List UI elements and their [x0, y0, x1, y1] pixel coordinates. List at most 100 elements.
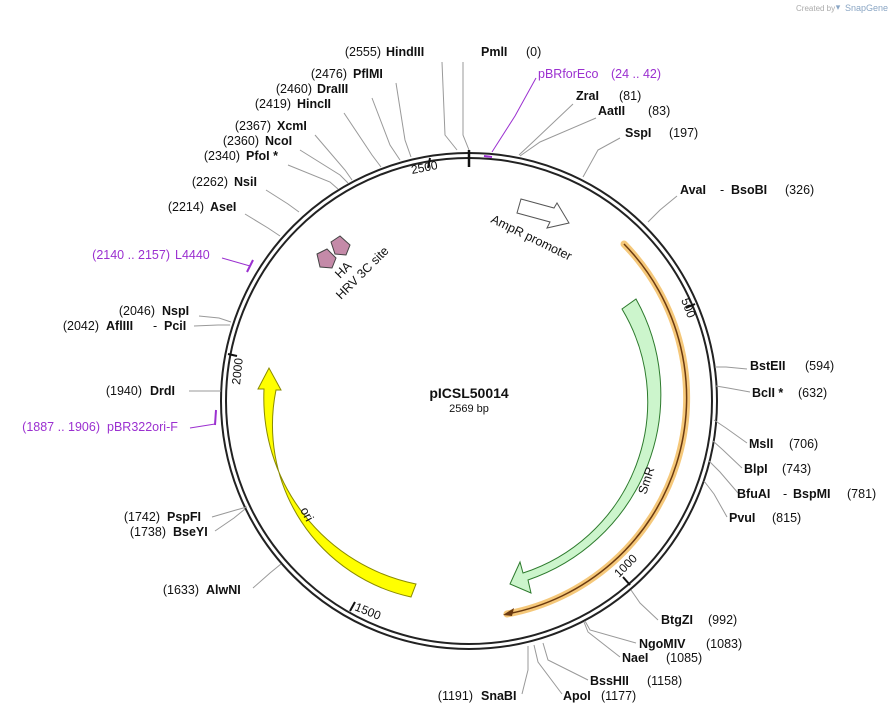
plasmid-name: pICSL50014	[429, 385, 509, 401]
site-bspmi-name[interactable]: BspMI	[793, 487, 831, 501]
leader-asei	[244, 213, 281, 237]
site-bfuai-name[interactable]: BfuAI	[737, 487, 770, 501]
site-pcii-name[interactable]: PciI	[164, 319, 186, 333]
site-sspi-name[interactable]: SspI	[625, 126, 651, 140]
site-nspi-pos: (2046)	[119, 304, 155, 318]
site-alwni-pos: (1633)	[163, 583, 199, 597]
site-xcmi-name[interactable]: XcmI	[277, 119, 307, 133]
leader-blpi	[712, 440, 743, 469]
leader-bsteii	[715, 366, 748, 370]
smr-orf-line	[506, 243, 688, 615]
site-bseyi-name[interactable]: BseYI	[173, 525, 208, 539]
site-hindiii-pos: (2555)	[345, 45, 381, 59]
site-ncoi-name[interactable]: NcoI	[265, 134, 292, 148]
tick-2000	[227, 353, 238, 357]
primer-pbr322ori-f-name[interactable]: pBR322ori-F	[107, 420, 178, 434]
primer-leaders	[189, 77, 537, 429]
site-nsii-name[interactable]: NsiI	[234, 175, 257, 189]
leader-xcmi	[314, 134, 353, 181]
site-nspi-name[interactable]: NspI	[162, 304, 189, 318]
smr-orf-arrowhead	[503, 608, 514, 616]
primer-l4440-name[interactable]: L4440	[175, 248, 210, 262]
leader-sspi	[582, 137, 621, 178]
site-bsteii-name[interactable]: BstEII	[750, 359, 785, 373]
site-apoi-pos: (1177)	[601, 689, 636, 703]
site-naei-pos: (1085)	[666, 651, 702, 665]
backbone-outer	[220, 152, 718, 650]
tick-label-1500: 1500	[353, 600, 383, 623]
leader-nspi	[198, 315, 232, 323]
tick-label-2000: 2000	[229, 357, 246, 385]
tick-marks	[227, 157, 696, 612]
site-aatii-name[interactable]: AatII	[598, 104, 625, 118]
site-pflmi-name[interactable]: PflMI	[353, 67, 383, 81]
primer-l4440-leader	[221, 257, 251, 267]
site-apoi-name[interactable]: ApoI	[563, 689, 591, 703]
site-pvui-name[interactable]: PvuI	[729, 511, 755, 525]
ori-label: ori	[297, 505, 316, 524]
leader-aatii	[519, 117, 597, 157]
site-snabi-name[interactable]: SnaBI	[481, 689, 516, 703]
leader-avai	[647, 195, 678, 223]
leader-nsii	[265, 189, 300, 213]
primer-pbr322ori-f-leader	[189, 423, 216, 429]
tick-2500	[427, 157, 431, 169]
site-draiii-name[interactable]: DraIII	[317, 82, 348, 96]
site-zrai-name[interactable]: ZraI	[576, 89, 599, 103]
site-msli-name[interactable]: MslI	[749, 437, 773, 451]
site-drdi-pos: (1940)	[106, 384, 142, 398]
primer-l4440-range: (2140 .. 2157)	[92, 248, 170, 262]
tick-label-500: 500	[678, 296, 698, 320]
site-alwni-name[interactable]: AlwNI	[206, 583, 241, 597]
site-bsshii-name[interactable]: BssHII	[590, 674, 629, 688]
leader-ngomiv	[584, 620, 637, 644]
site-bfuai-pos: (781)	[847, 487, 876, 501]
site-nsii-pos: (2262)	[192, 175, 228, 189]
site-hincii-name[interactable]: HincII	[297, 97, 331, 111]
site-naei-name[interactable]: NaeI	[622, 651, 648, 665]
site-afliii-name[interactable]: AflIII	[106, 319, 133, 333]
site-snabi-pos: (1191)	[438, 689, 473, 703]
site-bcli-pos: (632)	[798, 386, 827, 400]
site-avai-name[interactable]: AvaI	[680, 183, 706, 197]
site-drdi-name[interactable]: DrdI	[150, 384, 175, 398]
leader-snabi	[521, 646, 529, 695]
site-pmli-pos: (0)	[526, 45, 541, 59]
smr-feature-arrow[interactable]	[509, 298, 662, 594]
site-bsteii-pos: (594)	[805, 359, 834, 373]
site-bsobi-name[interactable]: BsoBI	[731, 183, 767, 197]
site-afliii-pos: (2042)	[63, 319, 99, 333]
site-bcli-name[interactable]: BclI *	[752, 386, 783, 400]
ha-tag-arrow[interactable]	[316, 248, 337, 269]
leader-alwni	[252, 563, 282, 589]
site-pspfi-pos: (1742)	[124, 510, 160, 524]
primer-pbrforeco-name[interactable]: pBRforEco	[538, 67, 598, 81]
site-pmli-name[interactable]: PmlI	[481, 45, 507, 59]
site-leader-lines	[189, 61, 751, 695]
hrv-3c-site-arrow[interactable]	[330, 235, 351, 256]
leader-hincii	[343, 112, 382, 168]
site-xcmi-pos: (2367)	[235, 119, 271, 133]
leader-naei	[583, 621, 621, 658]
primer-pbrforeco-leader	[491, 77, 537, 153]
primer-pbr322ori-f-range: (1887 .. 1906)	[22, 420, 100, 434]
site-avai-pos: (326)	[785, 183, 814, 197]
site-pfoi-name[interactable]: PfoI *	[246, 149, 278, 163]
leader-ncoi	[299, 149, 349, 184]
site-pfoi-pos: (2340)	[204, 149, 240, 163]
site-blpi-name[interactable]: BlpI	[744, 462, 768, 476]
tick-1500	[349, 601, 356, 612]
plasmid-size: 2569 bp	[449, 403, 489, 415]
snapgene-logo-icon: ▾	[836, 2, 841, 12]
site-pvui-pos: (815)	[772, 511, 801, 525]
site-btgzi-name[interactable]: BtgZI	[661, 613, 693, 627]
site-hindiii-name[interactable]: HindIII	[386, 45, 424, 59]
site-ngomiv-name[interactable]: NgoMIV	[639, 637, 686, 651]
ori-feature-arrow[interactable]	[257, 366, 417, 598]
ampr-promoter-arrow[interactable]	[516, 198, 570, 229]
site-asei-name[interactable]: AseI	[210, 200, 236, 214]
tick-label-2500: 2500	[410, 158, 439, 177]
site-pspfi-name[interactable]: PspFI	[167, 510, 201, 524]
tick-500	[685, 303, 696, 309]
site-hincii-pos: (2419)	[255, 97, 291, 111]
